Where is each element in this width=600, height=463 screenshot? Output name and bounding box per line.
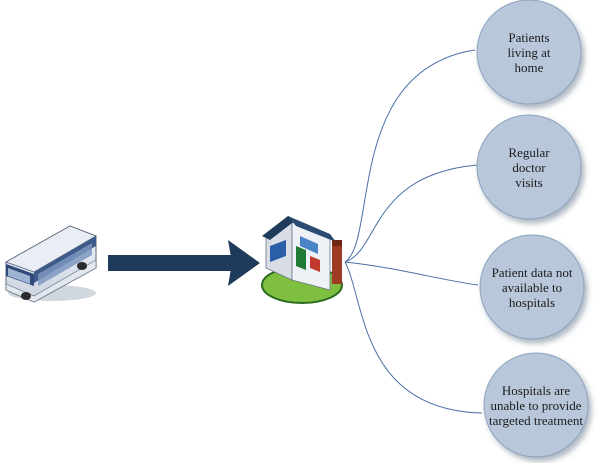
node-label-3: Patient data not available to hospitals (480, 249, 584, 325)
connector-4 (344, 261, 483, 414)
connector-2 (344, 164, 478, 263)
node-3-text: Patient data not available to hospitals (491, 264, 573, 310)
connector-1 (344, 49, 476, 263)
node-label-1: Patients living at home (477, 14, 581, 90)
node-2-text: Regular doctor visits (508, 144, 550, 190)
node-label-2: Regular doctor visits (477, 129, 581, 205)
arrow-icon (108, 240, 260, 286)
node-circle-2 (476, 114, 582, 220)
node-circle-4 (483, 352, 589, 458)
connector-3 (344, 261, 479, 286)
bus-icon (5, 225, 97, 303)
node-4-text: Hospitals are unable to provide targeted… (489, 382, 583, 428)
house-icon (261, 216, 343, 304)
connectors (344, 49, 483, 414)
node-label-4: Hospitals are unable to provide targeted… (484, 367, 588, 443)
node-circle-1 (476, 0, 582, 105)
node-circle-3 (479, 234, 585, 340)
nodes (476, 0, 589, 458)
node-1-text: Patients living at home (507, 29, 551, 75)
